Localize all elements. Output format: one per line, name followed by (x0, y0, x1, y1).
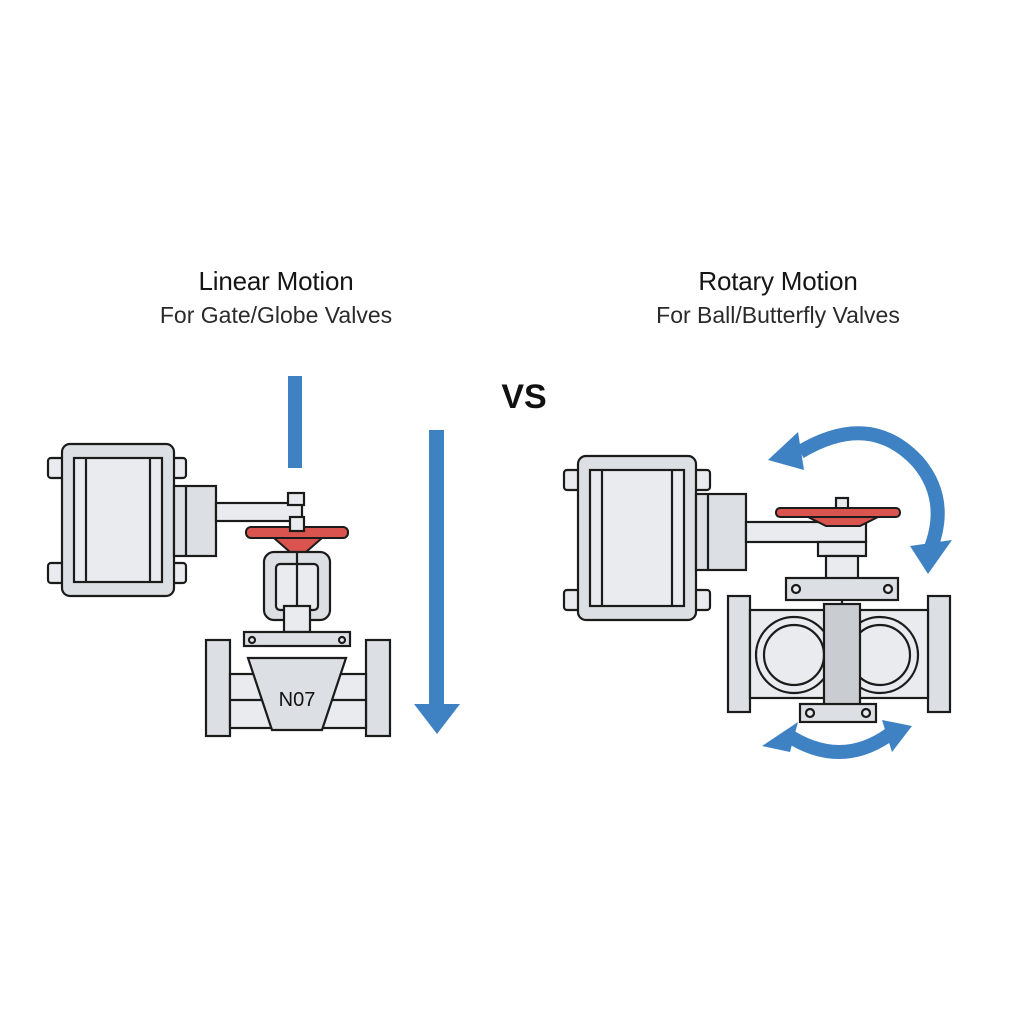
rotary-actuator-assembly (562, 426, 952, 759)
rotary-motion-bottom-arrow (762, 720, 912, 759)
linear-valve-handwheel (245, 515, 349, 553)
vs-label: VS (501, 378, 547, 416)
gate-valve-body (204, 638, 392, 738)
ball-valve-stem (784, 554, 900, 706)
gate-valve-yoke (242, 550, 352, 648)
rotary-motion-title: Rotary Motion (698, 266, 858, 296)
rotary-motion-top-arrow (768, 426, 952, 574)
linear-actuator-assembly: N07 (46, 376, 460, 738)
rotary-motion-subtitle: For Ball/Butterfly Valves (656, 302, 900, 328)
ball-valve-body (726, 594, 952, 724)
gate-valve-label: N07 (279, 689, 316, 711)
linear-motion-short-arrow (288, 376, 302, 468)
rotary-actuator-housing (562, 454, 868, 622)
linear-motion-down-arrow (414, 430, 460, 734)
linear-motion-subtitle: For Gate/Globe Valves (159, 302, 393, 328)
rotary-valve-handwheel (775, 496, 901, 527)
linear-actuator-housing (46, 442, 306, 598)
linear-motion-title: Linear Motion (198, 266, 354, 296)
